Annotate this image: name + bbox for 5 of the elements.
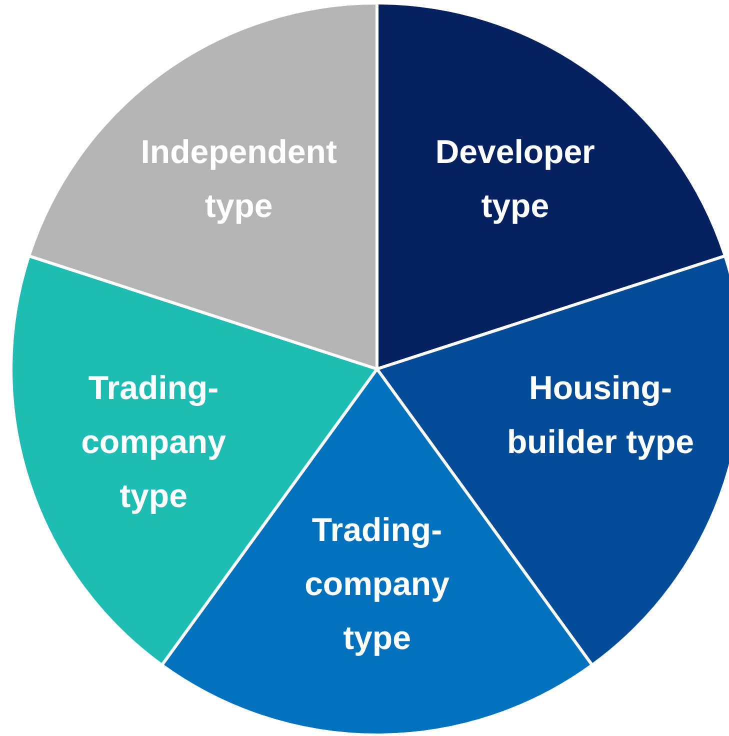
- slice-label: Developer type: [434, 132, 596, 226]
- slice-label: Housing-builder type: [506, 368, 695, 462]
- slice-label: Independent type: [140, 132, 338, 226]
- slice-label: Trading-company type: [80, 368, 227, 516]
- slice-label: Trading-company type: [304, 510, 450, 658]
